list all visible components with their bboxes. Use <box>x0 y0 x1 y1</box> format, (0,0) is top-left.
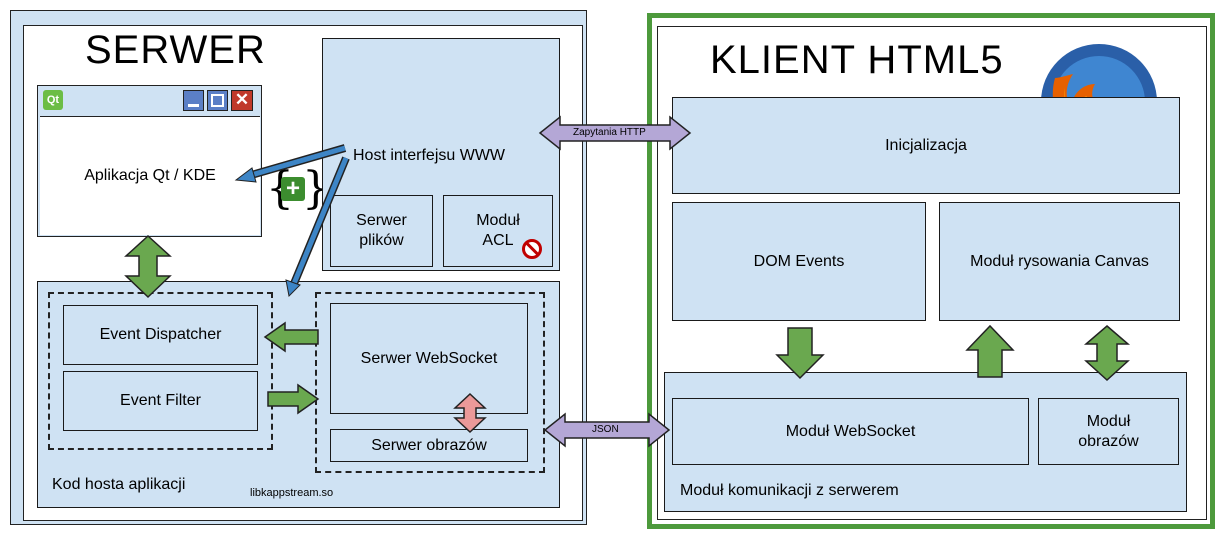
canvas-module-label: Moduł rysowania Canvas <box>970 252 1149 270</box>
http-arrow <box>538 115 692 151</box>
event-filter-label: Event Filter <box>120 392 201 409</box>
web-host-label: Host interfejsu WWW <box>353 147 506 164</box>
json-arrow <box>543 412 671 448</box>
event-dispatcher-label: Event Dispatcher <box>99 326 222 343</box>
file-server-label: Serwer plików <box>356 212 407 249</box>
websocket-module-box: Moduł WebSocket <box>672 398 1029 465</box>
websocket-group <box>315 292 545 473</box>
qt-window: Qt ✕ Aplikacja Qt / KDE <box>37 85 262 237</box>
green-arrow-to-dispatcher <box>263 321 319 353</box>
websocket-module-label: Moduł WebSocket <box>785 422 916 440</box>
file-server-box: Serwer plików <box>330 195 433 267</box>
image-server-box: Serwer obrazów <box>330 429 528 462</box>
qt-app-label: Aplikacja Qt / KDE <box>84 167 216 184</box>
acl-module-label: Moduł ACL <box>476 212 520 249</box>
forbidden-icon <box>522 239 542 259</box>
websocket-server-label: Serwer WebSocket <box>360 349 498 367</box>
pink-arrow-ws-images <box>453 392 487 434</box>
green-arrow-image-module <box>1083 325 1131 382</box>
init-box: Inicjalizacja <box>672 97 1180 194</box>
green-arrow-canvas-up <box>965 324 1015 378</box>
blue-arrow-to-app-host <box>285 156 350 298</box>
dispatch-group <box>48 292 273 450</box>
server-title: SERWER <box>85 28 266 72</box>
event-filter-box: Event Filter <box>63 371 258 431</box>
plugin-braces-icon: { } + <box>266 163 330 214</box>
blue-arrow-to-qt <box>234 144 347 183</box>
image-server-label: Serwer obrazów <box>371 436 487 454</box>
qt-logo: Qt <box>43 90 63 110</box>
client-title: KLIENT HTML5 <box>710 38 1004 82</box>
maximize-icon <box>211 94 224 107</box>
http-arrow-label: Zapytania HTTP <box>573 127 646 138</box>
comm-module-label: Moduł komunikacji z serwerem <box>680 482 899 499</box>
close-button[interactable]: ✕ <box>231 90 253 111</box>
green-arrow-qt-app <box>124 234 172 299</box>
image-module-box: Moduł obrazów <box>1038 398 1179 465</box>
qt-app-area: Aplikacja Qt / KDE <box>40 116 260 235</box>
maximize-button[interactable] <box>207 90 228 111</box>
json-arrow-label: JSON <box>592 424 619 435</box>
plus-icon: + <box>281 177 305 201</box>
app-host-label: Kod hosta aplikacji <box>52 476 186 493</box>
websocket-server-box: Serwer WebSocket <box>330 303 528 414</box>
close-icon: ✕ <box>234 90 250 109</box>
library-label: libkappstream.so <box>250 487 334 499</box>
minimize-button[interactable] <box>183 90 204 111</box>
dom-events-label: DOM Events <box>753 252 845 270</box>
minimize-icon <box>188 104 199 107</box>
init-label: Inicjalizacja <box>885 136 967 154</box>
event-dispatcher-box: Event Dispatcher <box>63 305 258 365</box>
dom-events-box: DOM Events <box>672 202 926 321</box>
image-module-label: Moduł obrazów <box>1078 412 1139 450</box>
canvas-module-box: Moduł rysowania Canvas <box>939 202 1180 321</box>
green-arrow-to-websocket <box>267 383 320 415</box>
green-arrow-dom-down <box>775 327 825 380</box>
